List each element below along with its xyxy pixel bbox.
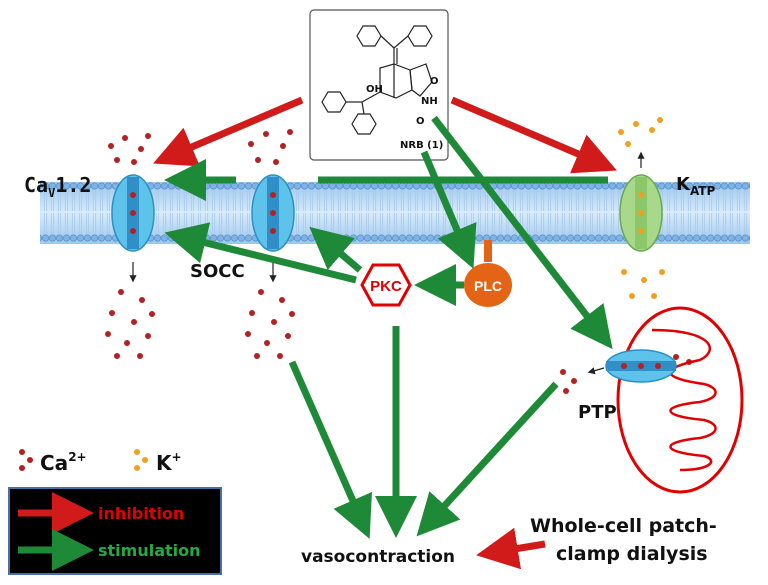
- socc-channel: [251, 174, 295, 252]
- socc-label: SOCC: [190, 261, 245, 282]
- nrb-to-plc-arrow: [420, 150, 477, 269]
- arrow-legend: inhibition stimulation: [8, 487, 222, 575]
- pkc-to-cav-arrow: [164, 222, 357, 284]
- plc-label: PLC: [474, 278, 502, 294]
- method-label-line2: clamp dialysis: [556, 543, 708, 565]
- dialysis-inhibit-arrow: [476, 527, 546, 570]
- stimulation-legend-label: stimulation: [98, 541, 201, 560]
- cav12-label: CaV1.2: [24, 173, 91, 200]
- nrb-to-ptp-arrow: [431, 115, 613, 350]
- vasocontraction-label: vasocontraction: [301, 547, 455, 567]
- plc-enzyme: PLC: [464, 240, 512, 307]
- potassium-ions: [618, 117, 665, 299]
- hydroxyl-label: OH: [366, 84, 383, 95]
- carbonyl-o-top: O: [430, 76, 439, 87]
- cav12-channel: [111, 174, 155, 252]
- inhibition-arrows: [153, 96, 617, 570]
- calcium-ions: [105, 129, 692, 394]
- chemical-structure-icon: [321, 25, 433, 135]
- calcium-legend-label: Ca2+: [40, 450, 87, 475]
- inhibition-legend-label: inhibition: [98, 504, 184, 523]
- stimulation-arrows: [164, 115, 613, 539]
- pkc-to-socc-arrow: [309, 226, 363, 273]
- mitochondrion: [616, 306, 744, 494]
- pkc-enzyme: PKC: [360, 263, 412, 307]
- compound-structure-box: OH NH O O NRB (1): [309, 9, 449, 161]
- katp-label: KATP: [676, 174, 715, 198]
- carbonyl-o-bottom: O: [416, 116, 425, 127]
- ptp-channel: [587, 349, 677, 383]
- pkc-label: PKC: [370, 278, 402, 295]
- ion-legend: Ca2+ K+: [19, 449, 182, 475]
- compound-name: NRB (1): [400, 140, 443, 151]
- ptp-to-vaso-arrow: [416, 381, 559, 537]
- inhibit-katp-arrow: [450, 96, 617, 174]
- inhibit-cav-arrow: [153, 96, 304, 167]
- method-label-line1: Whole-cell patch-: [530, 515, 717, 537]
- socc-to-vaso-arrow: [288, 360, 372, 539]
- imide-nh-label: NH: [421, 96, 438, 107]
- potassium-legend-label: K+: [156, 450, 182, 475]
- ptp-label: PTP: [578, 402, 617, 423]
- katp-channel: [619, 174, 663, 252]
